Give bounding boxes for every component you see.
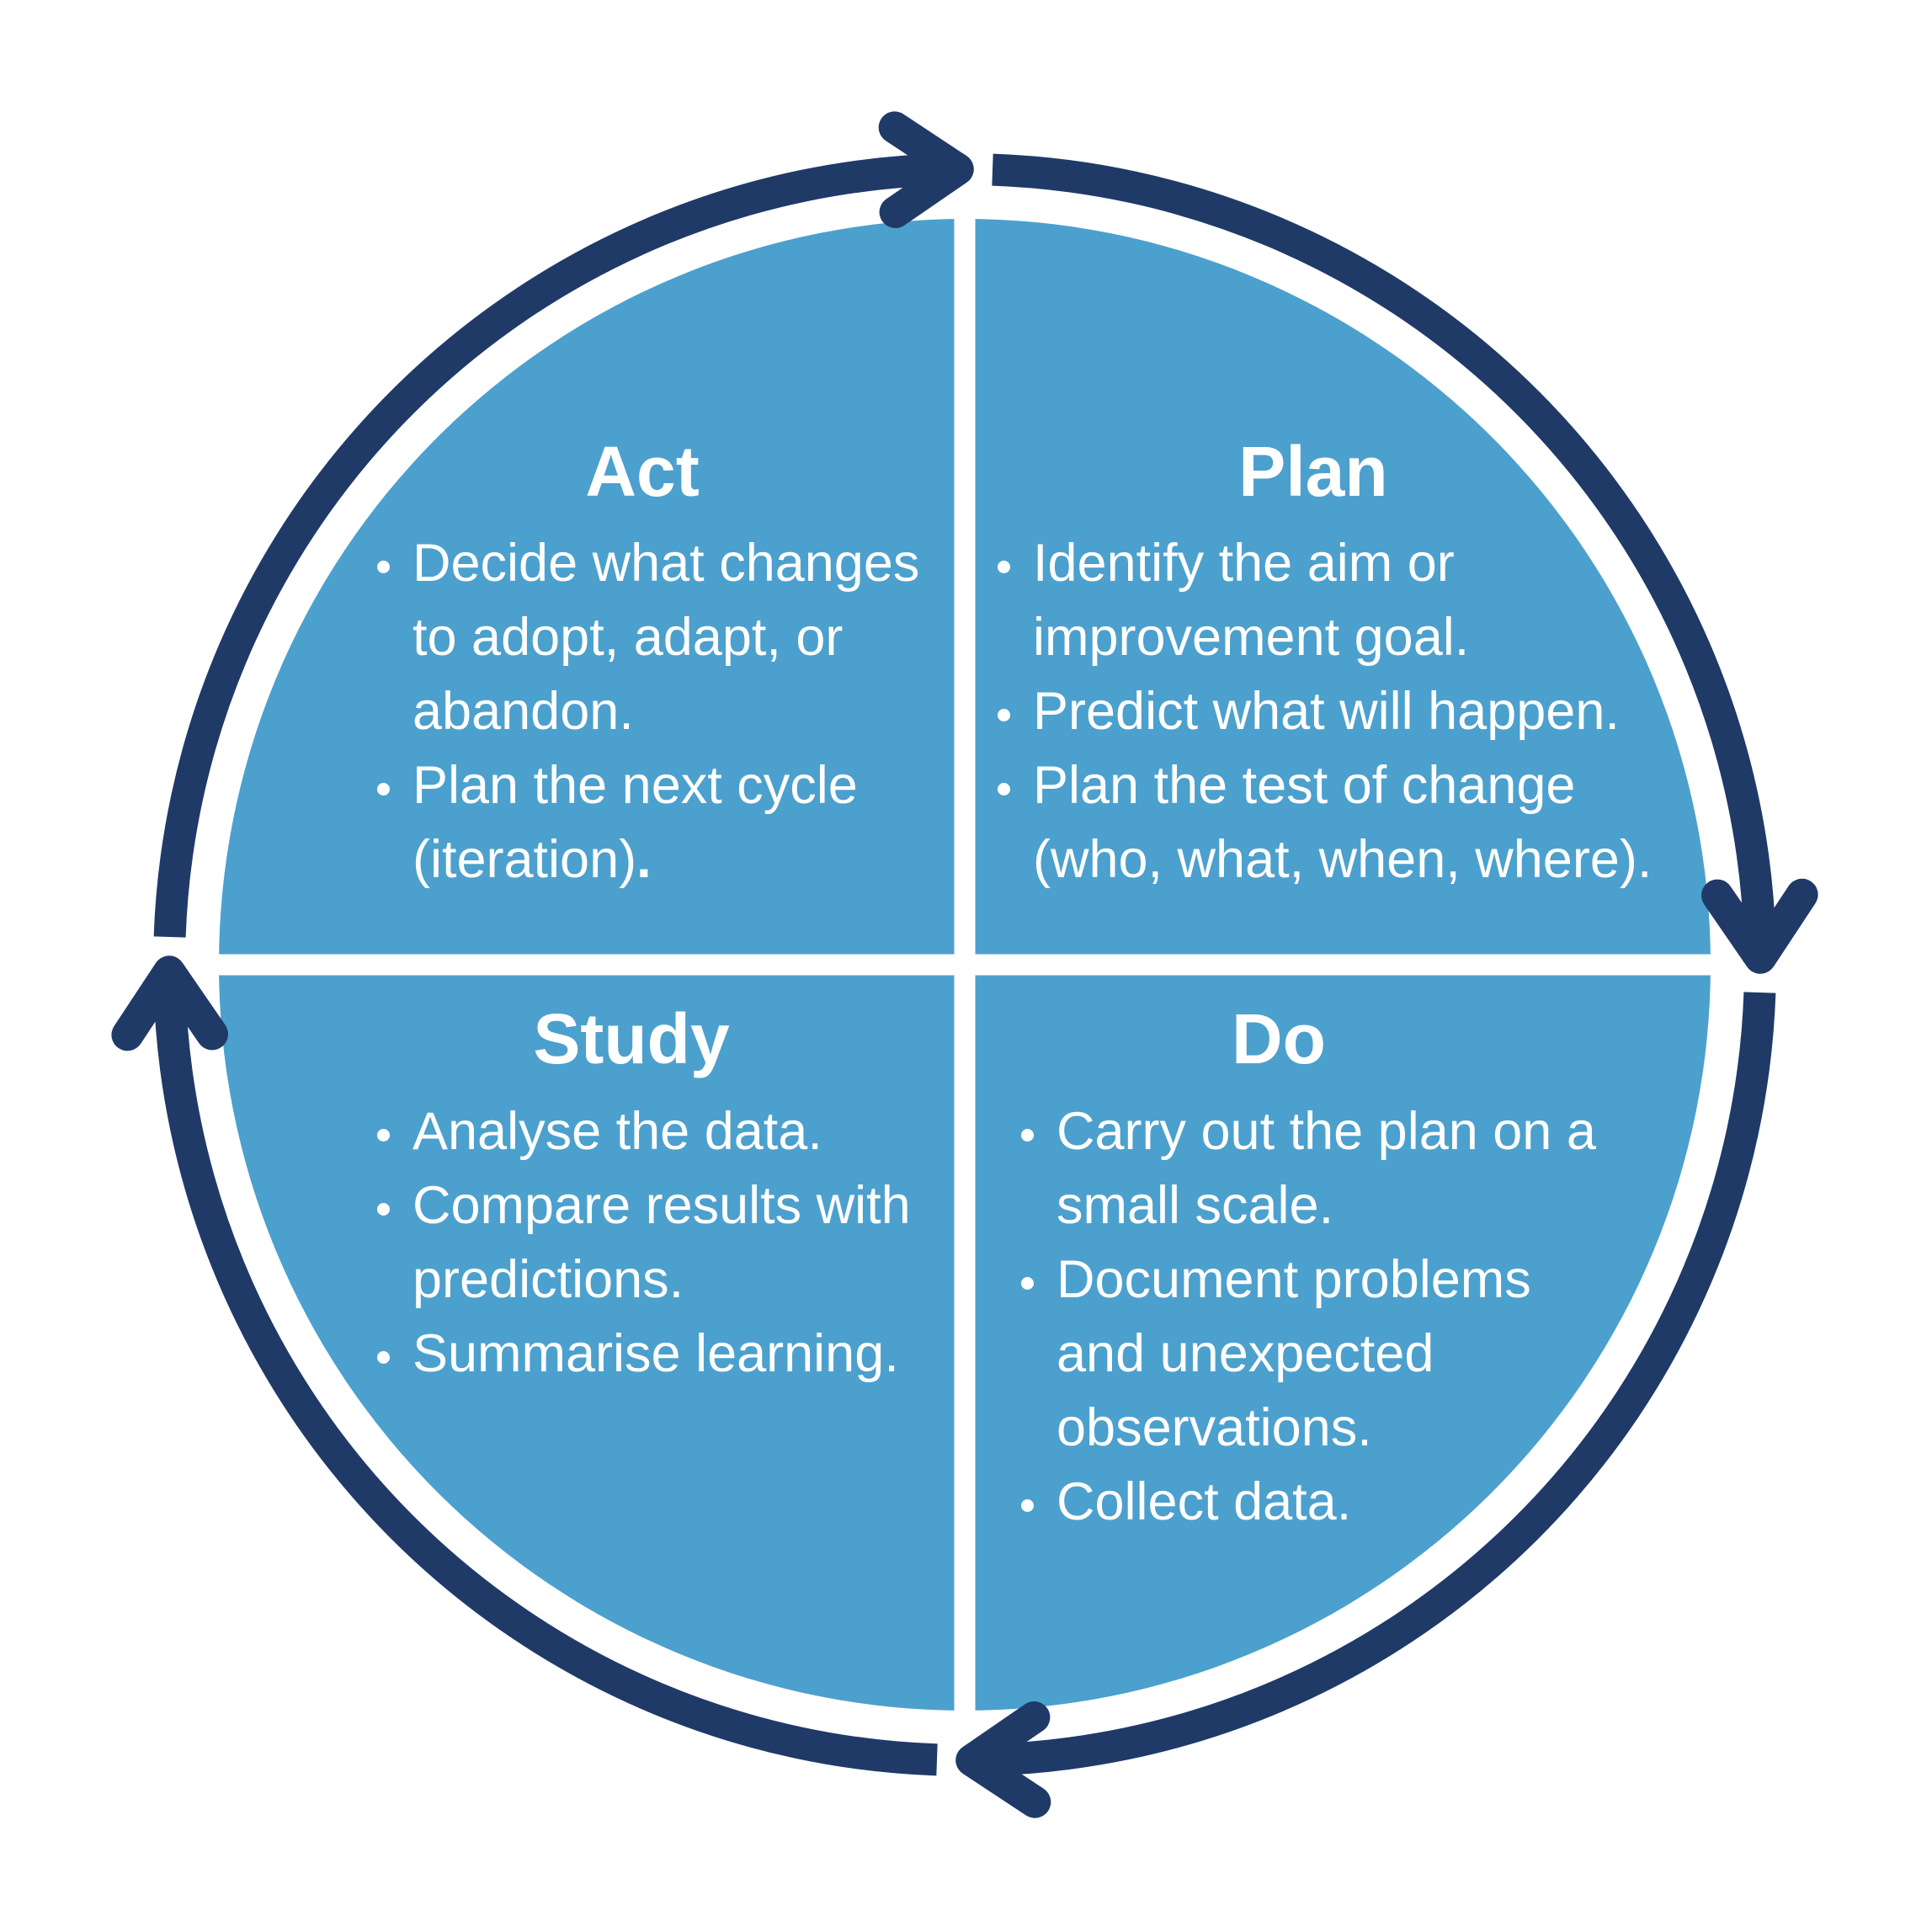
bullet-line: Carry out the plan on a [1056, 1102, 1596, 1161]
bullet-item: Collect data. [1021, 1465, 1596, 1539]
quadrant-title-plan: Plan [1238, 432, 1388, 511]
bullet-line: Summarise learning. [412, 1324, 899, 1383]
quadrant-title-do: Do [1232, 999, 1326, 1078]
cycle-arrow-bottom-icon [955, 1701, 1051, 1818]
bullet-list-study: Analyse the data. Compare results with pre… [377, 1094, 911, 1391]
quadrant-divider-horizontal [207, 954, 1722, 976]
cycle-arrow-right-icon [1701, 878, 1818, 974]
bullet-item: Decide what changes to adopt, adapt, or ab… [376, 526, 920, 748]
bullet-line: to adopt, adapt, or [412, 608, 844, 667]
bullet-line: Predict what will happen. [1033, 682, 1620, 741]
bullet-list-plan: Identify the aim or improvement goal. Pred… [997, 526, 1653, 897]
bullet-line: Plan the test of change [1033, 756, 1576, 815]
bullet-line: (who, what, when, where). [1033, 830, 1653, 889]
bullet-line: Compare results with [412, 1176, 911, 1235]
bullet-line: Collect data. [1056, 1472, 1352, 1531]
bullet-item: Plan the test of change (who, what, when,… [997, 748, 1653, 897]
cycle-arc [153, 153, 944, 938]
bullet-line: abandon. [412, 682, 634, 741]
cycle-arrow-top-icon [878, 111, 974, 228]
bullet-line: predictions. [412, 1250, 684, 1309]
cycle-arc [992, 153, 1776, 944]
bullet-list-do: Carry out the plan on a small scale. Docum… [1021, 1094, 1596, 1539]
bullet-item: Document problems and unexpected observati… [1021, 1243, 1596, 1465]
cycle-arrow-left-icon [111, 955, 228, 1051]
bullet-item: Identify the aim or improvement goal. [997, 526, 1652, 674]
cycle-arc [153, 986, 938, 1776]
bullet-line: Decide what changes [412, 534, 920, 593]
bullet-line: improvement goal. [1033, 608, 1470, 667]
bullet-item: Summarise learning. [377, 1317, 911, 1391]
bullet-line: Plan the next cycle [412, 756, 858, 815]
bullet-item: Analyse the data. [377, 1094, 911, 1168]
quadrant-title-study: Study [533, 999, 730, 1078]
bullet-line: (iteration). [412, 830, 652, 889]
bullet-item: Predict what will happen. [997, 674, 1652, 748]
cycle-arc [986, 992, 1776, 1776]
bullet-line: Analyse the data. [412, 1102, 822, 1161]
bullet-line: and unexpected [1056, 1324, 1434, 1383]
bullet-line: observations. [1056, 1398, 1372, 1457]
bullet-item: Carry out the plan on a small scale. [1021, 1094, 1596, 1243]
bullet-line: Identify the aim or [1033, 534, 1455, 593]
bullet-list-act: Decide what changes to adopt, adapt, or ab… [376, 526, 920, 897]
bullet-item: Plan the next cycle (iteration). [376, 748, 919, 897]
bullet-item: Compare results with predictions. [377, 1168, 911, 1317]
quadrant-title-act: Act [585, 432, 700, 511]
bullet-line: Document problems [1056, 1250, 1531, 1309]
bullet-line: small scale. [1056, 1176, 1334, 1235]
